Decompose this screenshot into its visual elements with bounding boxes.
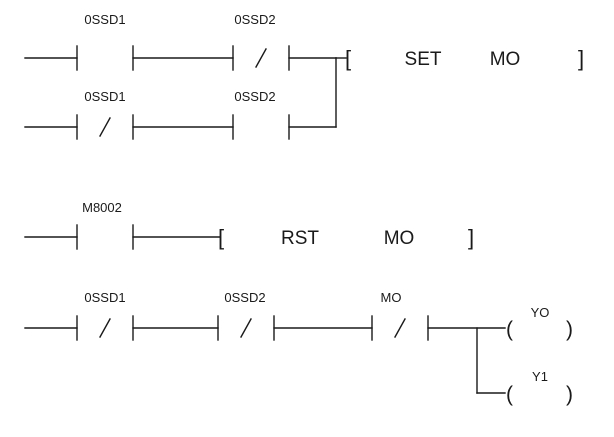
open-bracket: [	[218, 225, 224, 250]
coil-label: Y1	[532, 369, 548, 384]
contact-label: 0SSD2	[234, 12, 275, 27]
contact-label: M8002	[82, 200, 122, 215]
contact-label: 0SSD1	[84, 89, 125, 104]
close-bracket: ]	[468, 225, 474, 250]
contact-no: 0SSD2	[232, 89, 290, 140]
instruction-operand: MO	[490, 49, 521, 70]
contact-no: 0SSD1	[76, 12, 134, 71]
open-bracket: [	[345, 46, 351, 71]
contact-label: 0SSD1	[84, 12, 125, 27]
close-bracket: ]	[578, 46, 584, 71]
contact-label: 0SSD2	[234, 89, 275, 104]
coil-open: (	[506, 318, 513, 341]
contact-no: M8002	[76, 200, 134, 250]
rung-3: 0SSD1 0SSD2 MO ( YO ) ( Y1 )	[24, 290, 573, 406]
instruction-op: RST	[281, 228, 319, 249]
contact-nc: 0SSD2	[232, 12, 290, 71]
rung-2: M8002 [ RST MO ]	[24, 200, 474, 250]
contact-nc: 0SSD1	[76, 290, 134, 341]
contact-nc: MO	[371, 290, 429, 341]
coil-close: )	[566, 383, 573, 406]
contact-label: 0SSD2	[224, 290, 265, 305]
output-coil: ( YO )	[506, 305, 573, 341]
coil-open: (	[506, 383, 513, 406]
rung-1: 0SSD1 0SSD2 0SSD1 0SSD2 [ SET MO ]	[24, 12, 584, 140]
contact-label: 0SSD1	[84, 290, 125, 305]
coil-close: )	[566, 318, 573, 341]
rst-instruction: [ RST MO ]	[218, 225, 474, 250]
set-instruction: [ SET MO ]	[345, 46, 584, 71]
contact-nc: 0SSD2	[217, 290, 275, 341]
instruction-operand: MO	[384, 228, 415, 249]
coil-label: YO	[531, 305, 550, 320]
output-coil: ( Y1 )	[506, 369, 573, 406]
contact-label: MO	[381, 290, 402, 305]
contact-nc: 0SSD1	[76, 89, 134, 140]
instruction-op: SET	[405, 49, 442, 70]
